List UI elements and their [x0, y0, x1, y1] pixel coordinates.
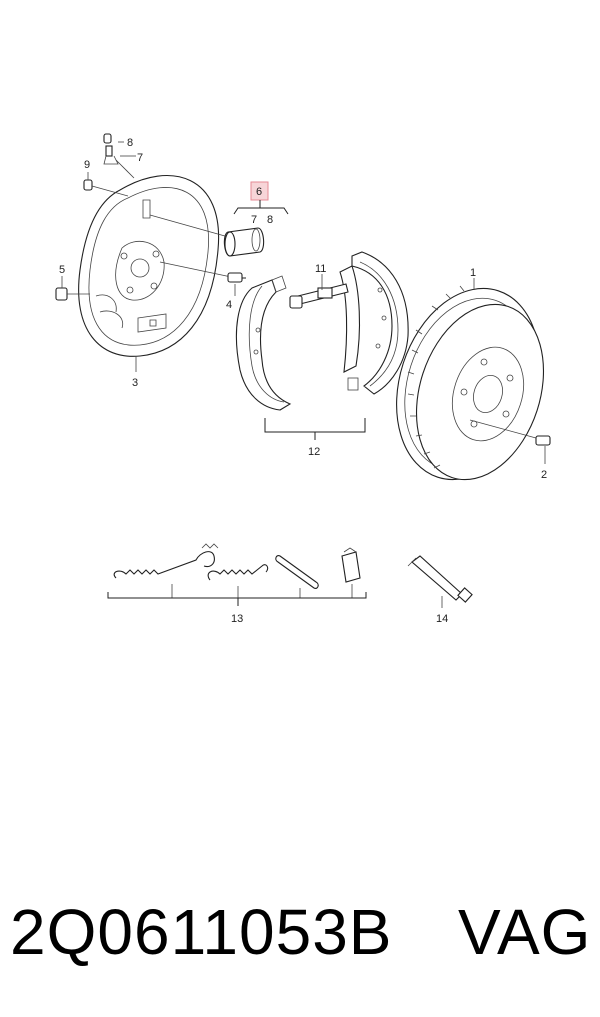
bolt-4	[159, 261, 246, 296]
callout-5: 5	[59, 264, 65, 276]
nut-5	[55, 287, 90, 301]
brake-shoe-left	[235, 275, 292, 411]
bracket-12	[264, 418, 366, 433]
callout-8: 8	[267, 214, 273, 226]
brake-parts-diagram: 8 7 9 5 3 6 7 8 4 11 12 1 2 13 14	[55, 133, 551, 625]
wheel-cylinder	[149, 214, 265, 257]
brake-shoe-right	[339, 251, 409, 395]
callout-8-top: 8	[127, 137, 133, 149]
callout-3: 3	[132, 377, 138, 389]
spring-kit	[113, 543, 361, 598]
callout-7-top: 7	[137, 152, 143, 164]
callout-7: 7	[251, 214, 257, 226]
callout-11: 11	[315, 263, 326, 275]
brake-drum	[396, 285, 545, 481]
callout-2: 2	[541, 469, 547, 481]
callout-14: 14	[436, 613, 448, 625]
callout-4: 4	[226, 299, 232, 311]
bracket-13	[107, 592, 367, 599]
bleed-valve-top	[103, 133, 135, 179]
callout-12: 12	[308, 446, 320, 458]
grease-tube	[407, 555, 473, 608]
brand-name: VAG	[458, 896, 592, 968]
callout-6: 6	[256, 186, 262, 198]
callout-13: 13	[231, 613, 243, 625]
callout-1: 1	[470, 267, 476, 279]
callout-9: 9	[84, 159, 90, 171]
backing-plate	[78, 175, 220, 357]
bracket-6	[233, 200, 289, 215]
bolt-9	[83, 179, 129, 197]
part-number: 2Q0611053B	[10, 896, 393, 968]
adjuster-11	[289, 278, 349, 309]
bolt-2	[469, 419, 551, 464]
